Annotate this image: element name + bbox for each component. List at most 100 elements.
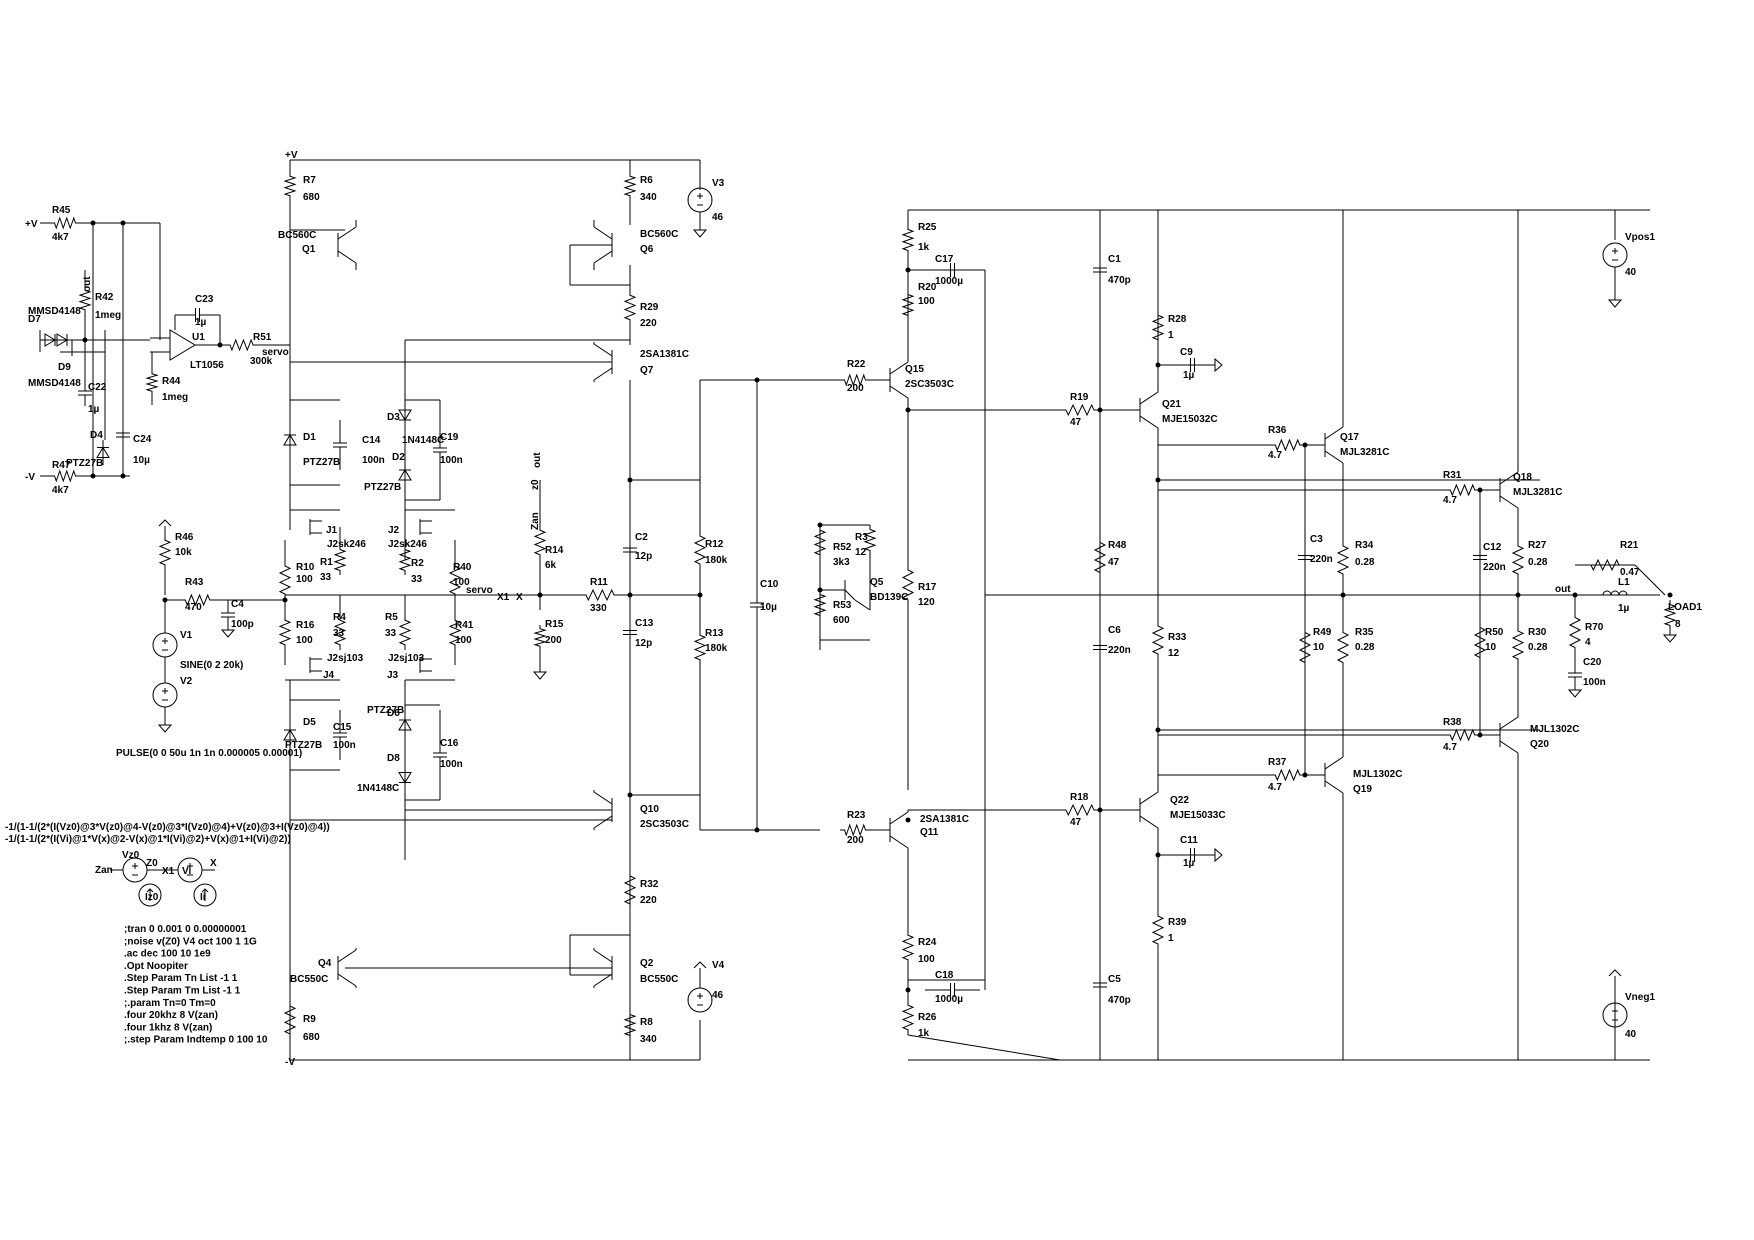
ref-c12: C12: [1483, 542, 1502, 553]
ref-c2: C2: [635, 532, 648, 543]
value-r7: 680: [303, 192, 320, 203]
ref-v2: V2: [180, 676, 193, 687]
label-zan-probe: Zan: [95, 865, 113, 876]
value-v2: PULSE(0 0 50u 1n 1n 0.000005 0.00001): [116, 748, 302, 759]
r16-symbol: [278, 615, 292, 650]
junction-dots: [82, 220, 1673, 993]
r7-symbol: [283, 172, 297, 200]
ref-r25: R25: [918, 222, 937, 233]
q17-symbol: [1324, 420, 1344, 470]
value-r36: 4.7: [1268, 450, 1282, 461]
ref-q2: Q2: [640, 958, 654, 969]
ref-q10: Q10: [640, 804, 659, 815]
ref-c3: C3: [1310, 534, 1323, 545]
c15-symbol: [333, 710, 347, 760]
ref-r46: R46: [175, 532, 194, 543]
value-r2: 33: [411, 574, 423, 585]
value-j2: J2sk246: [388, 539, 427, 550]
wires: [39, 159, 1671, 1061]
value-d7: MMSD4148: [28, 306, 81, 317]
c11-gnd: [1214, 847, 1223, 863]
c4-gnd: [220, 629, 236, 638]
v2-gnd: [157, 724, 173, 733]
value-r37: 4.7: [1268, 782, 1282, 793]
label-vminus-servo: -V: [25, 472, 35, 483]
ref-r14: R14: [545, 545, 564, 556]
ref-c19: C19: [440, 432, 459, 443]
value-c14: 100n: [362, 455, 385, 466]
v1-symbol: [152, 632, 178, 658]
label-z0-probe: Z0: [146, 858, 158, 869]
r28-symbol: [1151, 310, 1165, 345]
directive-9: ;.step Param Indtemp 0 100 10: [124, 1035, 268, 1046]
directive-8: .four 1khz 8 V(zan): [124, 1022, 212, 1033]
r31-symbol: [1445, 483, 1480, 497]
value-q2: BC550C: [640, 974, 678, 985]
value-r3: 12: [855, 547, 867, 558]
value-q10: 2SC3503C: [640, 819, 689, 830]
v2-symbol: [152, 682, 178, 708]
ref-r26: R26: [918, 1012, 937, 1023]
value-r32: 220: [640, 895, 657, 906]
component-symbols: [40, 172, 1678, 1040]
value-d6: PTZ27B: [367, 705, 404, 716]
ref-c22: C22: [88, 382, 107, 393]
ref-r43: R43: [185, 577, 204, 588]
q20-symbol: [1499, 710, 1519, 760]
value-c13: 12p: [635, 638, 652, 649]
r26-symbol: [901, 1000, 915, 1035]
value-r19: 47: [1070, 417, 1082, 428]
v3-gnd: [692, 229, 708, 238]
load1-gnd: [1662, 634, 1678, 643]
ref-r37: R37: [1268, 757, 1287, 768]
r13-symbol: [693, 630, 707, 665]
ref-r33: R33: [1168, 632, 1187, 643]
d4-symbol: [96, 440, 110, 465]
value-q6: BC560C: [640, 229, 678, 240]
ref-d3: D3: [387, 412, 400, 423]
r34-symbol: [1336, 540, 1350, 580]
ref-r49: R49: [1313, 627, 1332, 638]
r20-symbol: [901, 290, 915, 320]
ref-c11: C11: [1180, 835, 1198, 846]
value-r1: 33: [320, 572, 332, 583]
directive-1: ;noise v(Z0) V4 oct 100 1 1G: [124, 936, 257, 947]
d2-symbol: [398, 460, 412, 490]
value-vneg1: 40: [1625, 1029, 1637, 1040]
ref-r29: R29: [640, 302, 659, 313]
value-d3: 1N4148C: [402, 435, 444, 446]
label-x-probe: X: [210, 858, 217, 869]
r37-symbol: [1270, 768, 1305, 782]
ref-r44: R44: [162, 376, 181, 387]
label-out-mid: out: [532, 452, 543, 468]
c18-symbol: [925, 983, 980, 997]
value-r13: 180k: [705, 643, 728, 654]
ref-vneg1: Vneg1: [1625, 992, 1655, 1003]
r50-symbol: [1473, 620, 1487, 665]
c13-symbol: [623, 610, 637, 655]
r9-symbol: [283, 1000, 297, 1040]
vneg1-arrow: [1608, 969, 1622, 977]
r12-symbol: [693, 530, 707, 570]
c11-symbol: [1175, 848, 1210, 862]
value-load1: 8: [1675, 619, 1681, 630]
ref-r15: R15: [545, 619, 564, 630]
r1-symbol: [333, 545, 347, 575]
q10-symbol: [593, 790, 613, 830]
iz0-symbol: [138, 883, 162, 907]
value-r43: 470: [185, 602, 202, 613]
r29-symbol: [623, 290, 637, 325]
r10-symbol: [278, 560, 292, 600]
c20-gnd: [1567, 689, 1583, 698]
ref-r16: R16: [296, 620, 315, 631]
ref-r11: R11: [590, 577, 608, 588]
ref-r28: R28: [1168, 314, 1187, 325]
r51-symbol: [225, 338, 258, 352]
r15-symbol: [533, 625, 547, 650]
ref-j3: J3: [387, 670, 399, 681]
ref-q19: Q19: [1353, 784, 1372, 795]
q21-symbol: [1139, 388, 1159, 432]
c2-symbol: [623, 525, 637, 575]
ref-r32: R32: [640, 879, 659, 890]
ref-r39: R39: [1168, 917, 1187, 928]
